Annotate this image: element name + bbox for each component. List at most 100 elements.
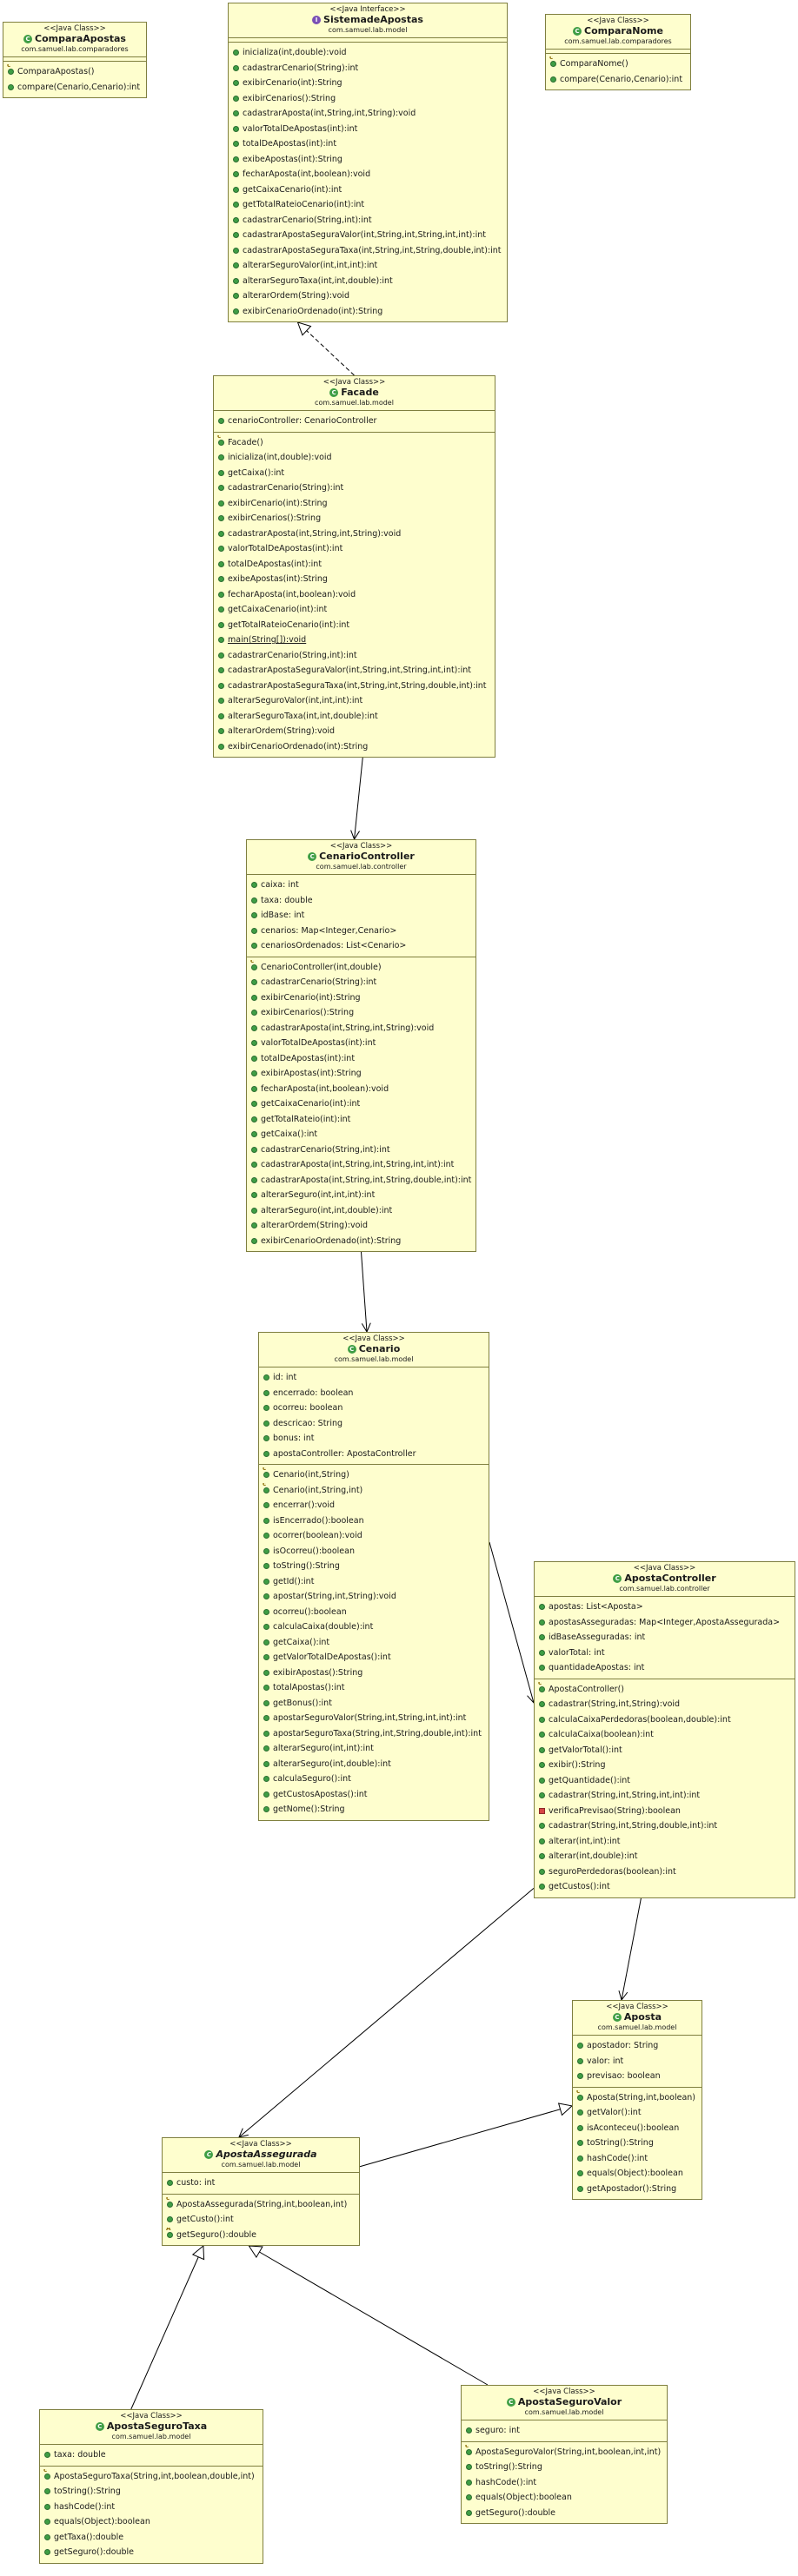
attribute-row[interactable]: apostas: List<Aposta> — [535, 1599, 795, 1615]
method-row[interactable]: ocorreu():boolean — [259, 1605, 489, 1620]
attribute-row[interactable]: apostaController: ApostaController — [259, 1447, 489, 1462]
attribute-row[interactable]: id: int — [259, 1370, 489, 1386]
method-row[interactable]: exibirCenarioOrdenado(int):String — [229, 304, 507, 320]
method-row[interactable]: toString():String — [259, 1559, 489, 1574]
method-row[interactable]: getCusto():int — [163, 2212, 359, 2228]
method-row[interactable]: getQuantidade():int — [535, 1773, 795, 1789]
method-row[interactable]: Facade() — [214, 435, 495, 451]
attribute-row[interactable]: apostador: String — [573, 2038, 702, 2054]
method-row[interactable]: alterarSeguroValor(int,int,int):int — [229, 258, 507, 274]
attribute-row[interactable]: seguro: int — [462, 2423, 667, 2439]
attribute-row[interactable]: valorTotal: int — [535, 1646, 795, 1661]
method-row[interactable]: hashCode():int — [40, 2500, 263, 2515]
method-row[interactable]: exibirApostas():String — [259, 1665, 489, 1681]
method-row[interactable]: getValorTotalDeApostas():int — [259, 1650, 489, 1665]
method-row[interactable]: exibirCenarios():String — [214, 511, 495, 526]
attribute-row[interactable]: cenarios: Map<Integer,Cenario> — [247, 924, 475, 939]
method-row[interactable]: calculaCaixa(boolean):int — [535, 1727, 795, 1743]
method-row[interactable]: hashCode():int — [573, 2151, 702, 2167]
method-row[interactable]: cadastrar(String,int,String,int,int):int — [535, 1788, 795, 1804]
method-row[interactable]: cadastrarAposta(int,String,int,String,do… — [247, 1173, 475, 1189]
method-row[interactable]: cadastrarAposta(int,String,int,String):v… — [229, 106, 507, 122]
method-row[interactable]: Cenario(int,String) — [259, 1467, 489, 1483]
method-row[interactable]: exibirCenario(int):String — [229, 76, 507, 91]
method-row[interactable]: fecharAposta(int,boolean):void — [214, 587, 495, 603]
method-row[interactable]: valorTotalDeApostas(int):int — [214, 541, 495, 557]
method-row[interactable]: compare(Cenario,Cenario):int — [3, 80, 146, 96]
method-row[interactable]: apostarSeguroValor(String,int,String,int… — [259, 1711, 489, 1726]
method-row[interactable]: hashCode():int — [462, 2475, 667, 2491]
method-row[interactable]: compare(Cenario,Cenario):int — [546, 72, 690, 88]
method-row[interactable]: calculaCaixa(double):int — [259, 1619, 489, 1635]
method-row[interactable]: alterarOrdem(String):void — [214, 724, 495, 739]
method-row[interactable]: ApostaSeguroValor(String,int,boolean,int… — [462, 2445, 667, 2460]
method-row[interactable]: exibirCenarios():String — [229, 91, 507, 107]
attribute-row[interactable]: previsao: boolean — [573, 2069, 702, 2084]
method-row[interactable]: alterarSeguro(int,int):int — [259, 1741, 489, 1757]
method-row[interactable]: getCaixa():int — [214, 466, 495, 481]
method-row[interactable]: equals(Object):boolean — [40, 2514, 263, 2530]
method-row[interactable]: ComparaApostas() — [3, 64, 146, 80]
method-row[interactable]: ComparaNome() — [546, 56, 690, 72]
method-row[interactable]: getNome():String — [259, 1802, 489, 1818]
method-row[interactable]: alterarOrdem(String):void — [229, 288, 507, 304]
method-row[interactable]: getTotalRateio(int):int — [247, 1112, 475, 1128]
attribute-row[interactable]: idBase: int — [247, 908, 475, 924]
method-row[interactable]: getSeguro():double — [462, 2506, 667, 2521]
method-row[interactable]: getSeguro():double — [163, 2228, 359, 2243]
method-row[interactable]: valorTotalDeApostas(int):int — [247, 1036, 475, 1051]
method-row[interactable]: alterarOrdem(String):void — [247, 1218, 475, 1234]
method-row[interactable]: ApostaSeguroTaxa(String,int,boolean,doub… — [40, 2469, 263, 2485]
method-row[interactable]: totalApostas():int — [259, 1680, 489, 1696]
method-row[interactable]: getApostador():String — [573, 2182, 702, 2197]
method-row[interactable]: cadastrarCenario(String,int):int — [229, 213, 507, 228]
method-row[interactable]: Cenario(int,String,int) — [259, 1483, 489, 1499]
method-row[interactable]: getCaixa():int — [247, 1127, 475, 1142]
method-row[interactable]: getCaixa():int — [259, 1635, 489, 1651]
method-row[interactable]: main(String[]):void — [214, 632, 495, 648]
method-row[interactable]: getValorTotal():int — [535, 1743, 795, 1758]
method-row[interactable]: getTotalRateioCenario(int):int — [229, 197, 507, 213]
method-row[interactable]: exibirCenarios():String — [247, 1005, 475, 1021]
method-row[interactable]: CenarioController(int,double) — [247, 960, 475, 976]
method-row[interactable]: calculaSeguro():int — [259, 1771, 489, 1787]
method-row[interactable]: totalDeApostas(int):int — [229, 136, 507, 152]
method-row[interactable]: cadastrarCenario(String,int):int — [247, 1142, 475, 1158]
method-row[interactable]: getSeguro():double — [40, 2545, 263, 2560]
method-row[interactable]: getCaixaCenario(int):int — [214, 602, 495, 618]
method-row[interactable]: cadastrarApostaSeguraTaxa(int,String,int… — [214, 679, 495, 694]
method-row[interactable]: getCustosApostas():int — [259, 1787, 489, 1803]
method-row[interactable]: cadastrarApostaSeguraTaxa(int,String,int… — [229, 243, 507, 259]
method-row[interactable]: calculaCaixaPerdedoras(boolean,double):i… — [535, 1712, 795, 1728]
method-row[interactable]: getCaixaCenario(int):int — [229, 182, 507, 198]
attribute-row[interactable]: cenariosOrdenados: List<Cenario> — [247, 938, 475, 954]
attribute-row[interactable]: cenarioController: CenarioController — [214, 414, 495, 429]
method-row[interactable]: cadastrarCenario(String):int — [214, 480, 495, 496]
method-row[interactable]: cadastrarApostaSeguraValor(int,String,in… — [214, 663, 495, 679]
method-row[interactable]: exibirApostas(int):String — [247, 1066, 475, 1082]
method-row[interactable]: apostarSeguroTaxa(String,int,String,doub… — [259, 1726, 489, 1742]
method-row[interactable]: cadastrarApostaSeguraValor(int,String,in… — [229, 228, 507, 243]
method-row[interactable]: cadastrarCenario(String,int):int — [214, 648, 495, 664]
method-row[interactable]: isOcorreu():boolean — [259, 1544, 489, 1560]
method-row[interactable]: exibir():String — [535, 1758, 795, 1773]
method-row[interactable]: ApostaAssegurada(String,int,boolean,int) — [163, 2197, 359, 2213]
method-row[interactable]: cadastrarCenario(String):int — [247, 975, 475, 990]
method-row[interactable]: getCustos():int — [535, 1879, 795, 1895]
method-row[interactable]: valorTotalDeApostas(int):int — [229, 122, 507, 137]
method-row[interactable]: exibirCenarioOrdenado(int):String — [247, 1234, 475, 1249]
attribute-row[interactable]: quantidadeApostas: int — [535, 1660, 795, 1676]
method-row[interactable]: fecharAposta(int,boolean):void — [247, 1082, 475, 1097]
method-row[interactable]: equals(Object):boolean — [462, 2490, 667, 2506]
attribute-row[interactable]: encerrado: boolean — [259, 1386, 489, 1401]
method-row[interactable]: ApostaController() — [535, 1682, 795, 1698]
method-row[interactable]: getTotalRateioCenario(int):int — [214, 618, 495, 633]
attribute-row[interactable]: custo: int — [163, 2175, 359, 2191]
attribute-row[interactable]: taxa: double — [40, 2447, 263, 2463]
